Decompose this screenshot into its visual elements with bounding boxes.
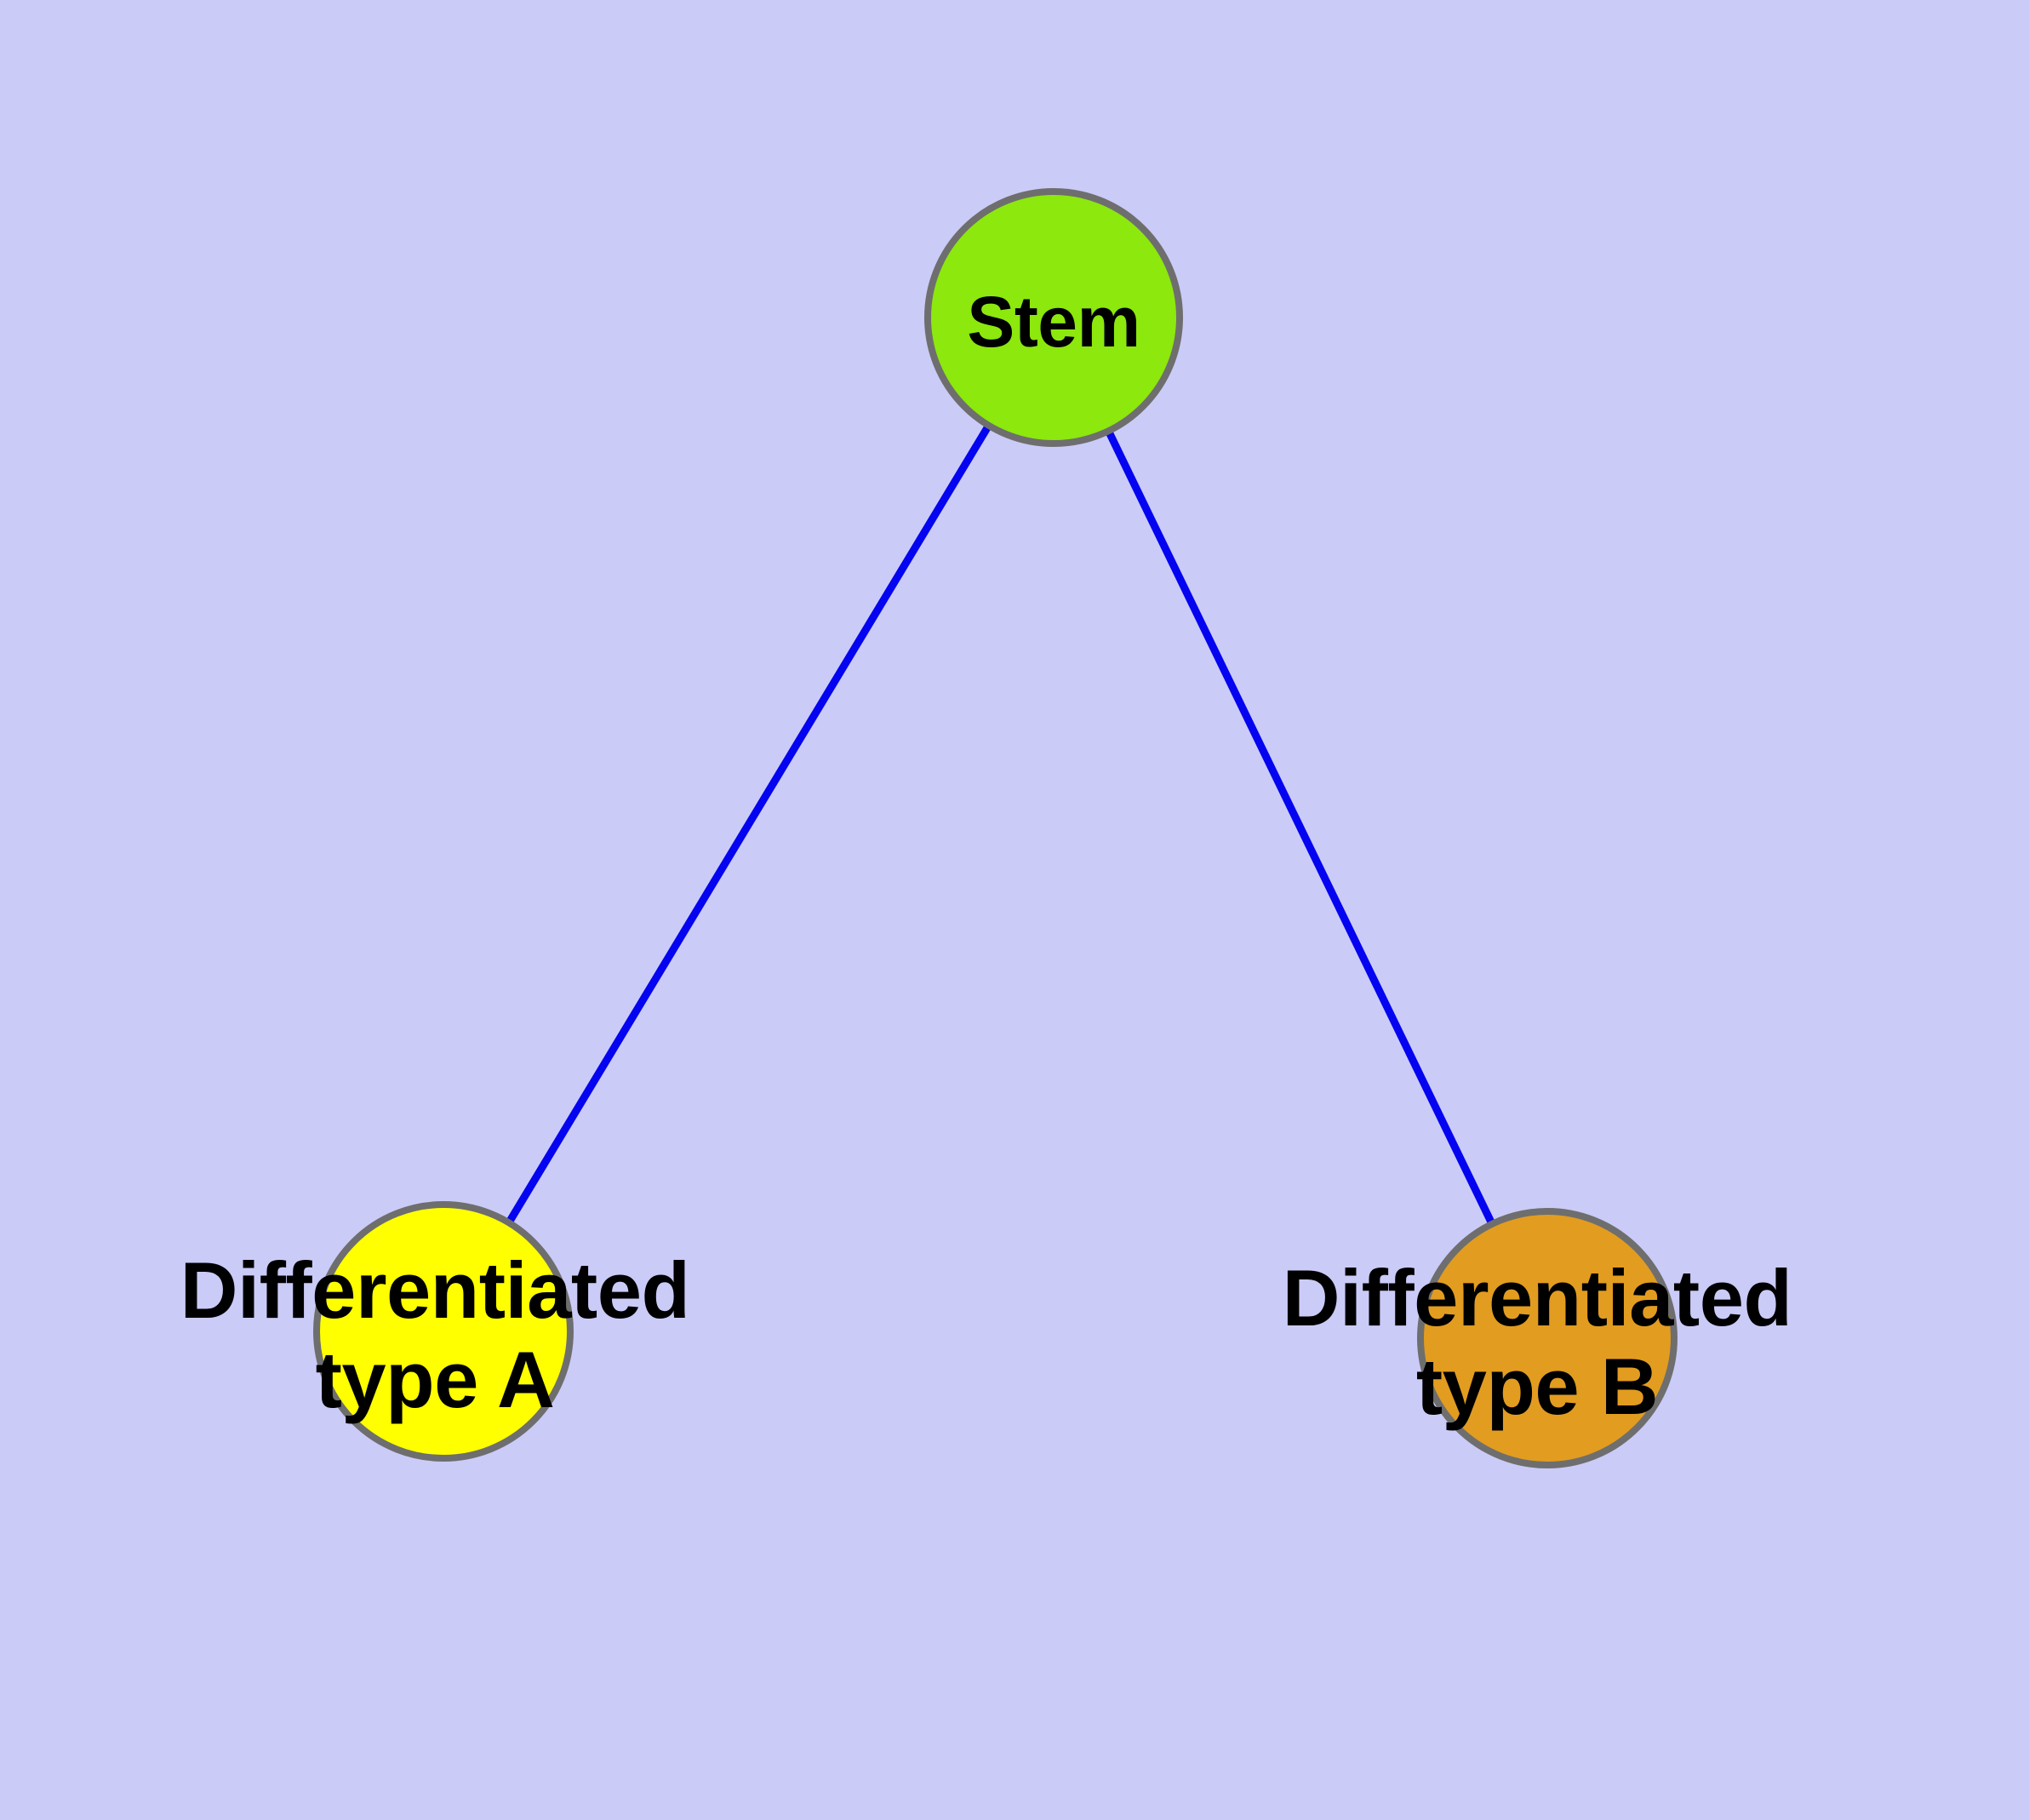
- edge-stem-to-type-b: [1049, 316, 1552, 1340]
- node-type-a-circle: [313, 1201, 574, 1462]
- edges: [440, 315, 1552, 1340]
- node-differentiated-type-a: Differentiated type A: [180, 1201, 690, 1462]
- node-stem-label: Stem: [967, 282, 1140, 362]
- node-type-b-label-line1: Differentiated: [1283, 1253, 1792, 1342]
- node-type-a-label-line2: type A: [316, 1335, 555, 1424]
- node-differentiated-type-b: Differentiated type B: [1283, 1208, 1792, 1468]
- node-stem-circle: [924, 188, 1183, 447]
- node-type-a-label-line1: Differentiated: [180, 1245, 690, 1335]
- node-stem: Stem: [924, 188, 1183, 447]
- node-type-b-circle: [1417, 1208, 1677, 1468]
- edge-stem-to-type-a: [440, 315, 1057, 1334]
- node-type-b-label-line2: type B: [1416, 1342, 1658, 1431]
